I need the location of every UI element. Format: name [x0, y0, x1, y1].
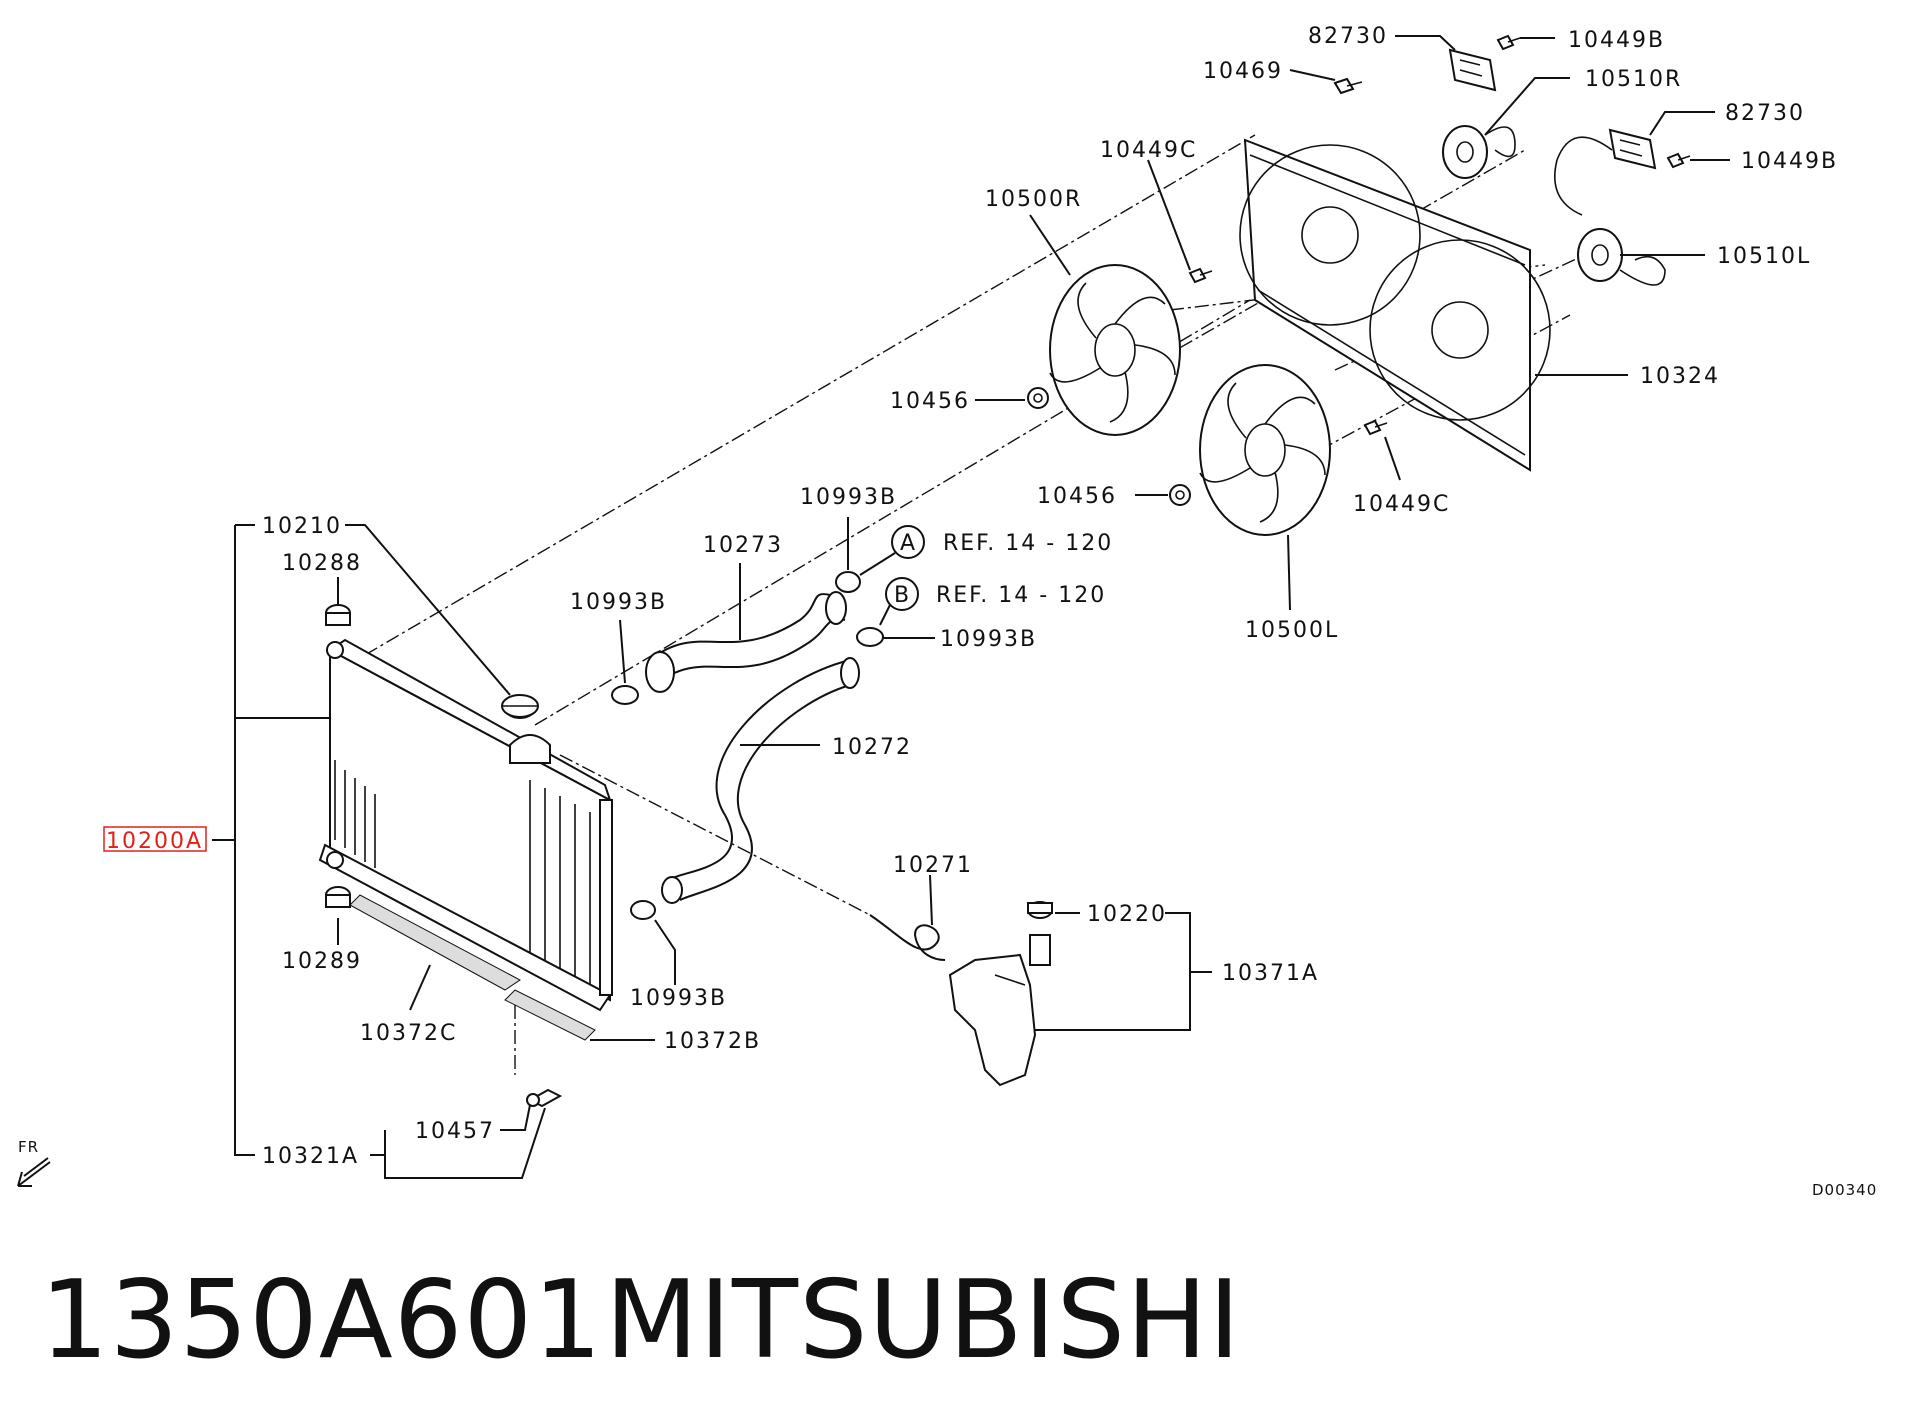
fasteners-drawing [1027, 34, 1691, 506]
upper-hose-drawing [645, 591, 847, 693]
callout-10457[interactable]: 10457 [415, 1119, 495, 1144]
fan-right-drawing [1049, 264, 1181, 436]
front-marker-label: FR [18, 1138, 39, 1156]
callout-10469[interactable]: 10469 [1203, 59, 1283, 84]
ref-b-letter: B [894, 583, 911, 608]
ref-b-text: REF. 14 - 120 [936, 583, 1106, 608]
callout-10449C-bottom[interactable]: 10449C [1353, 492, 1450, 517]
callout-10200A[interactable]: 10200A [106, 829, 203, 854]
caption-brand: MITSUBISHI [605, 1258, 1241, 1383]
callout-10449B-right[interactable]: 10449B [1741, 149, 1838, 174]
callout-82730-right[interactable]: 82730 [1725, 101, 1805, 126]
front-arrow-icon [17, 1157, 51, 1187]
ref-circle-a: A [891, 525, 925, 559]
callout-10993B-top[interactable]: 10993B [800, 485, 897, 510]
callout-10993B-right[interactable]: 10993B [940, 627, 1037, 652]
callout-10273[interactable]: 10273 [703, 533, 783, 558]
callout-10272[interactable]: 10272 [832, 735, 912, 760]
radiator-cap-drawing [501, 694, 539, 718]
fan-shroud-drawing [1239, 138, 1551, 472]
ref-a-text: REF. 14 - 120 [943, 531, 1113, 556]
ref-a-letter: A [900, 531, 917, 556]
highlight-box-10200A [103, 826, 207, 852]
callout-10321A[interactable]: 10321A [262, 1144, 359, 1169]
callout-10449C-top[interactable]: 10449C [1100, 138, 1197, 163]
callout-10500L[interactable]: 10500L [1245, 618, 1339, 643]
callout-10456-a[interactable]: 10456 [890, 389, 970, 414]
caption-part-number: 1350A601 [40, 1258, 603, 1383]
ref-circle-b: B [885, 577, 919, 611]
callout-10288[interactable]: 10288 [282, 551, 362, 576]
fan-left-drawing [1199, 364, 1331, 536]
callout-labels: 82730 10449B 10469 10510R 82730 10449C 1… [106, 24, 1838, 1169]
callout-10271[interactable]: 10271 [893, 853, 973, 878]
hose-clamps-drawing [611, 571, 884, 920]
callout-10289[interactable]: 10289 [282, 949, 362, 974]
overflow-hose-drawing [869, 914, 946, 961]
callout-10993B-left[interactable]: 10993B [570, 590, 667, 615]
callout-10324[interactable]: 10324 [1640, 364, 1720, 389]
callout-10371A[interactable]: 10371A [1222, 961, 1319, 986]
fan-motors-drawing [1442, 125, 1666, 286]
callout-10372C[interactable]: 10372C [360, 1021, 457, 1046]
callout-10510L[interactable]: 10510L [1717, 244, 1811, 269]
callout-10220[interactable]: 10220 [1087, 902, 1167, 927]
mount-bushings-drawing [325, 604, 351, 908]
callout-10500R[interactable]: 10500R [985, 187, 1082, 212]
callout-10210[interactable]: 10210 [262, 514, 342, 539]
reserve-tank-drawing [948, 901, 1053, 1087]
callout-82730-top[interactable]: 82730 [1308, 24, 1388, 49]
callout-10449B-top[interactable]: 10449B [1568, 28, 1665, 53]
callout-10372B[interactable]: 10372B [664, 1029, 761, 1054]
lower-hose-drawing [661, 657, 860, 904]
drain-plug-drawing [526, 1088, 563, 1108]
radiator-drawing [318, 638, 613, 1012]
callout-10993B-bottom[interactable]: 10993B [630, 986, 727, 1011]
drawing-code: D00340 [1812, 1181, 1877, 1199]
fan-resistors-drawing [1448, 48, 1657, 216]
radiator-seals-drawing [349, 894, 596, 1041]
front-direction-marker: FR [17, 1138, 51, 1187]
callout-10510R[interactable]: 10510R [1585, 67, 1682, 92]
radiator-core-fins [334, 760, 591, 985]
callout-10456-b[interactable]: 10456 [1037, 484, 1117, 509]
leader-lines [212, 35, 1730, 1179]
